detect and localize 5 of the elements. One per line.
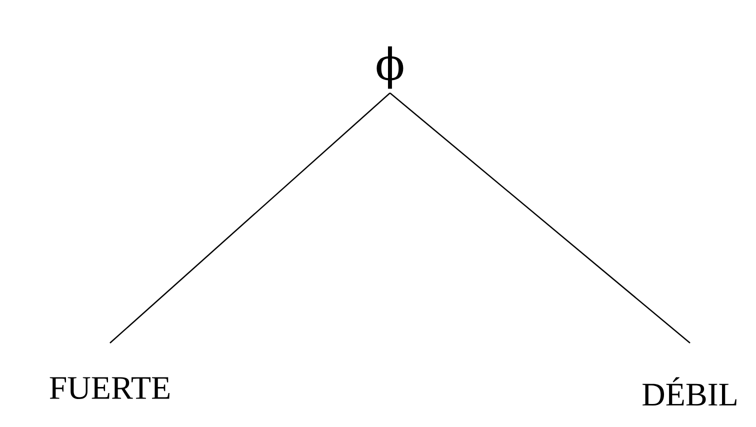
tree-branch — [390, 92, 690, 344]
tree-label: DÉBIL — [642, 377, 736, 406]
tree-label: ϕ — [376, 46, 404, 89]
tree-branch — [110, 92, 390, 344]
tree-label: FUERTE — [50, 377, 170, 400]
